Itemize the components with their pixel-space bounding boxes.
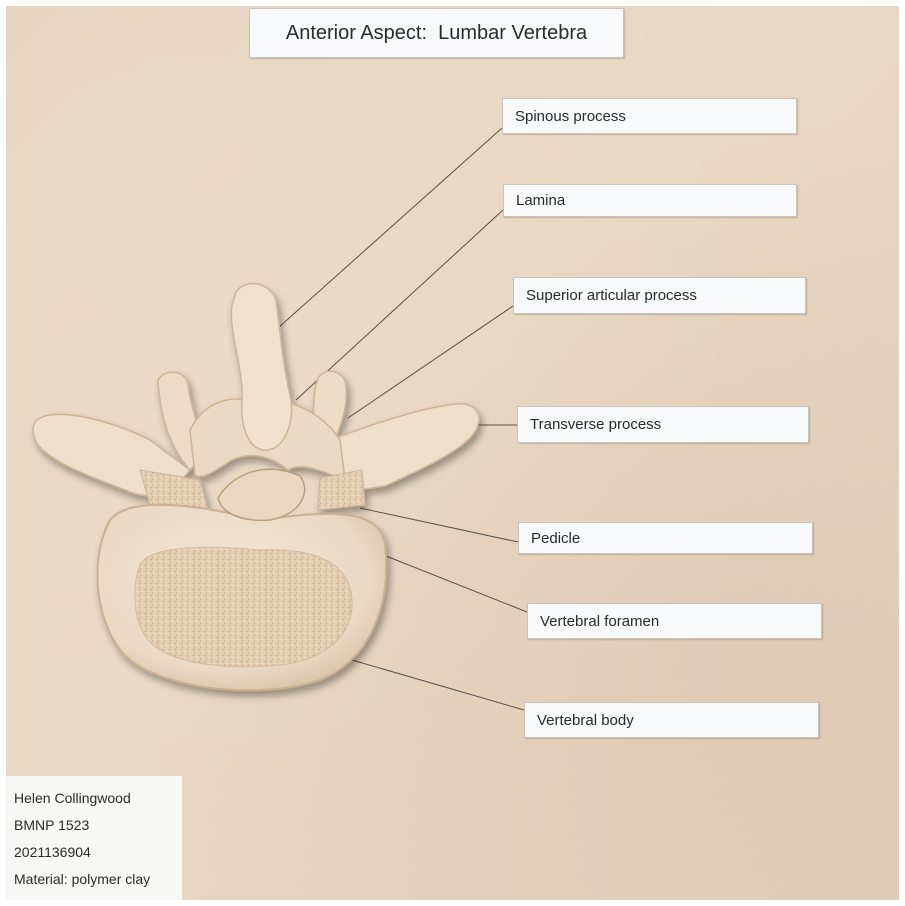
label-superior-articular-process: Superior articular process [513,277,806,314]
vertebral-foramen-opening [218,469,305,520]
page-title: Anterior Aspect: Lumbar Vertebra [249,8,624,58]
leader-line-superior-articular [348,306,513,418]
label-vertebral-body: Vertebral body [524,702,819,738]
course-code: BMNP 1523 [14,817,182,833]
label-lamina: Lamina [503,184,797,217]
right-pedicle [318,470,365,510]
student-info-card: Helen Collingwood BMNP 1523 2021136904 M… [6,776,182,900]
label-vertebral-foramen: Vertebral foramen [527,603,822,639]
label-pedicle: Pedicle [518,522,813,554]
student-id: 2021136904 [14,844,182,860]
leader-line-foramen [386,556,527,612]
student-name: Helen Collingwood [14,790,182,806]
material-note: Material: polymer clay [14,871,182,887]
porous-surface [135,547,352,667]
label-spinous-process: Spinous process [502,98,797,134]
leader-line-spinous [278,128,502,328]
leader-line-body [345,658,524,710]
label-transverse-process: Transverse process [517,406,809,443]
